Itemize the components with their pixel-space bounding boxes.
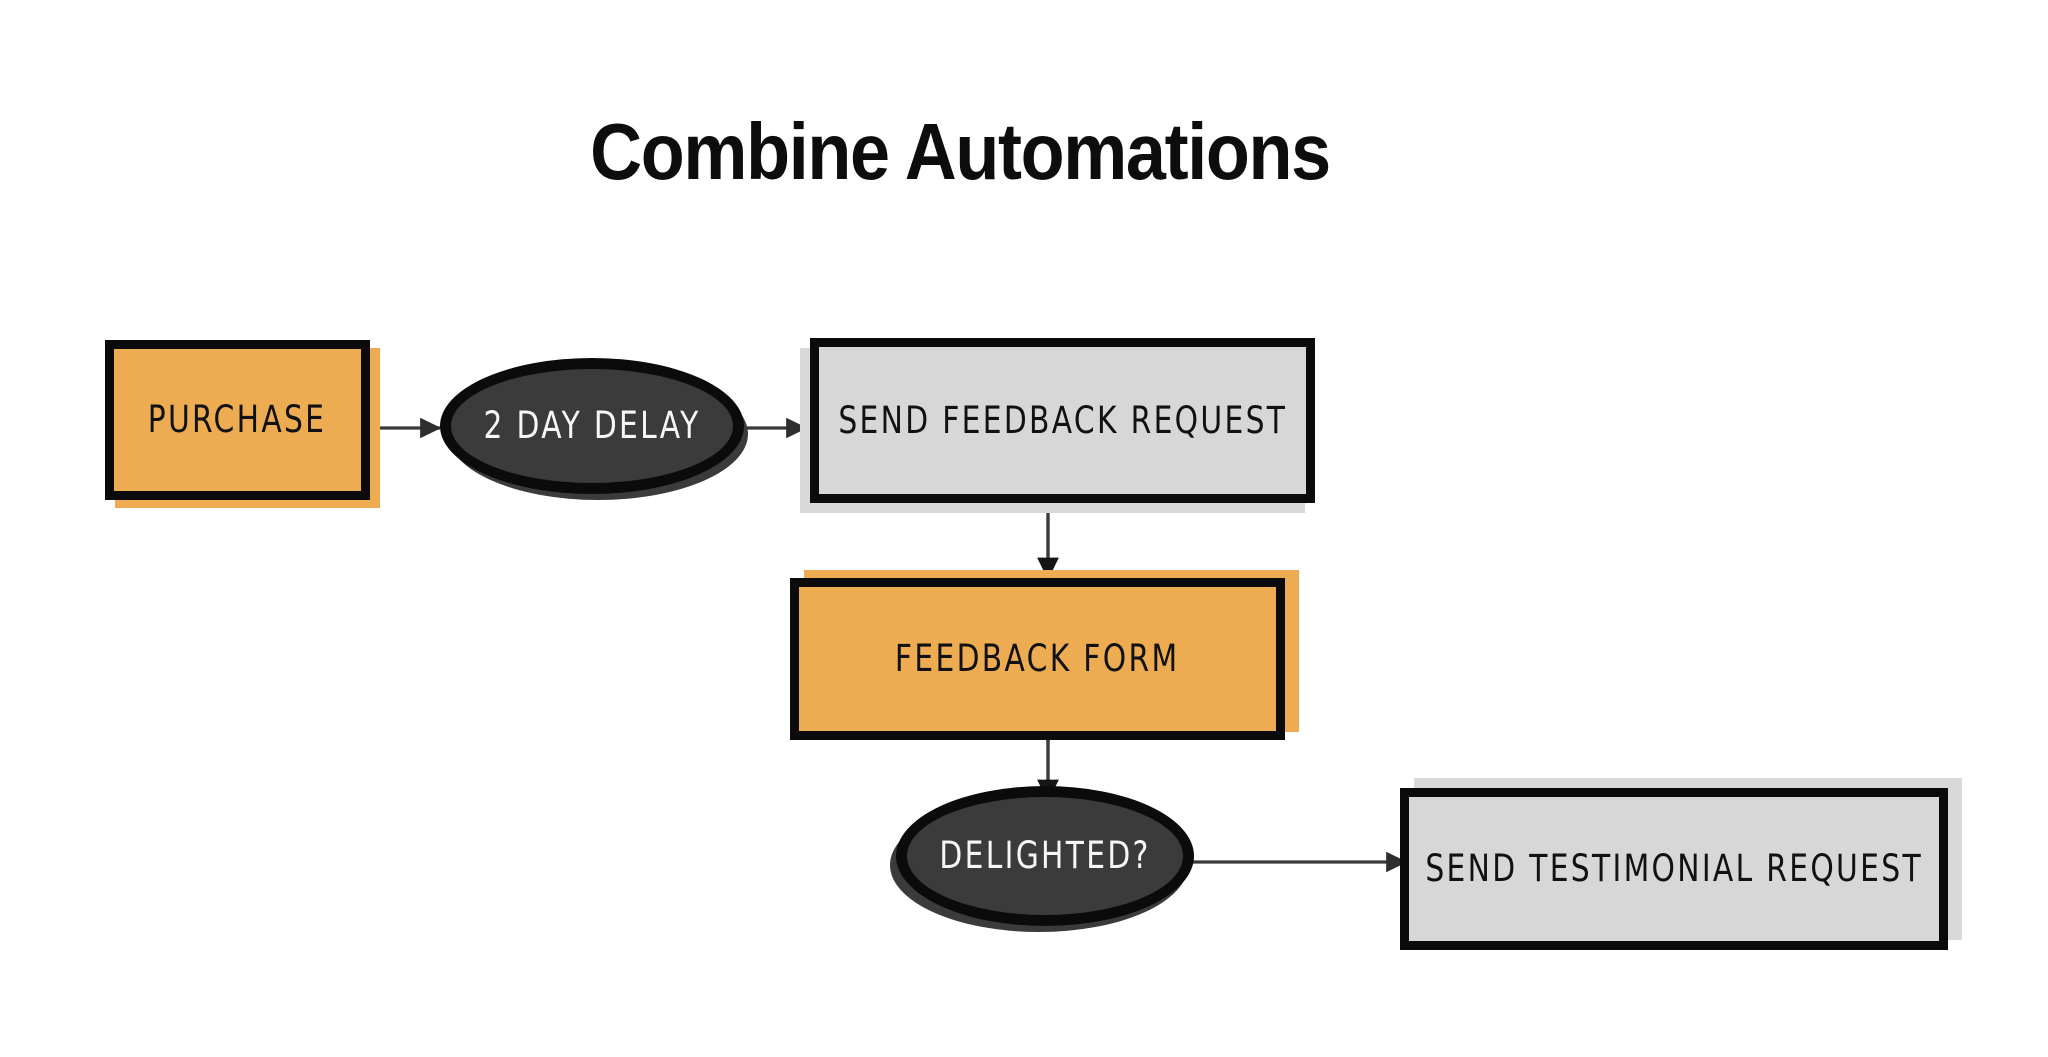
node-send-testimonial-request-label: SEND TESTIMONIAL REQUEST	[1425, 847, 1923, 891]
node-feedback-form-label: FEEDBACK FORM	[895, 637, 1180, 681]
node-two-day-delay-label: 2 DAY DELAY	[483, 404, 701, 448]
node-send-feedback-request-body[interactable]: SEND FEEDBACK REQUEST	[810, 338, 1315, 503]
node-two-day-delay[interactable]: 2 DAY DELAY	[440, 358, 760, 508]
node-send-testimonial-request-body[interactable]: SEND TESTIMONIAL REQUEST	[1400, 788, 1948, 950]
node-feedback-form[interactable]: FEEDBACK FORM	[790, 570, 1310, 752]
node-purchase-body[interactable]: PURCHASE	[105, 340, 370, 500]
node-two-day-delay-body[interactable]: 2 DAY DELAY	[440, 358, 744, 494]
node-delighted[interactable]: DELIGHTED?	[890, 786, 1205, 941]
node-purchase[interactable]: PURCHASE	[105, 340, 385, 512]
node-send-testimonial-request[interactable]: SEND TESTIMONIAL REQUEST	[1400, 778, 1975, 963]
node-feedback-form-body[interactable]: FEEDBACK FORM	[790, 578, 1285, 740]
node-delighted-body[interactable]: DELIGHTED?	[896, 786, 1194, 926]
node-purchase-label: PURCHASE	[148, 398, 327, 442]
page-title: Combine Automations	[590, 107, 1331, 196]
node-send-feedback-request-label: SEND FEEDBACK REQUEST	[838, 398, 1287, 443]
node-delighted-label: DELIGHTED?	[939, 834, 1151, 878]
node-send-feedback-request[interactable]: SEND FEEDBACK REQUEST	[800, 338, 1330, 520]
